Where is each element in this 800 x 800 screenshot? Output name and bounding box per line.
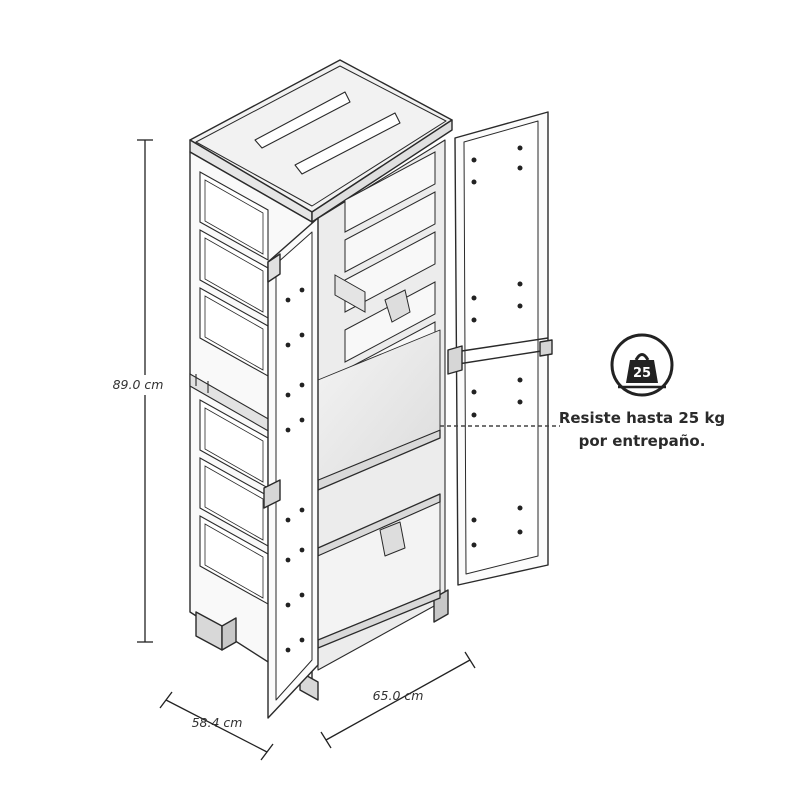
callout-line-1: Resiste hasta 25 kg — [559, 409, 725, 427]
left-door — [263, 217, 319, 719]
left-door-holes — [285, 287, 305, 653]
height-dimension — [137, 139, 153, 643]
width-dimension — [320, 651, 476, 749]
weight-badge-number: 25 — [633, 366, 651, 381]
width-label: 65.0 cm — [373, 688, 424, 703]
weight-icon: 25 — [610, 333, 674, 397]
right-door — [447, 111, 553, 586]
height-label: 89.0 cm — [113, 377, 164, 392]
depth-label: 58.4 cm — [192, 715, 243, 730]
right-door-holes — [471, 145, 523, 548]
callout-line-2: por entrepaño. — [579, 432, 706, 450]
depth-dimension — [159, 691, 274, 761]
shelves — [317, 329, 441, 649]
